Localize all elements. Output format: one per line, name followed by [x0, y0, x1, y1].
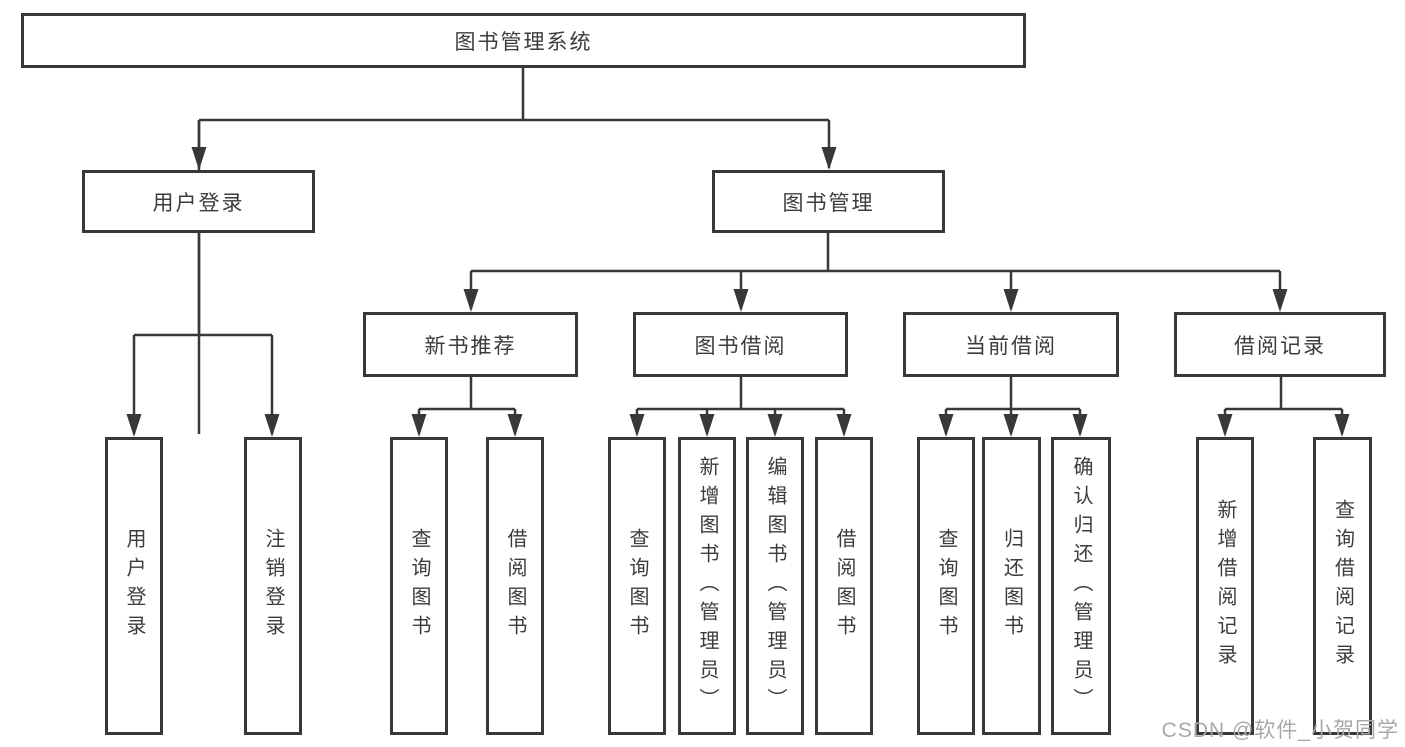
node-current-borrowing: 当前借阅: [903, 312, 1119, 377]
node-new-book-recommend: 新书推荐: [363, 312, 578, 377]
node-label: 借阅图书: [504, 528, 526, 644]
leaf-borrow-books-recommend: 借阅图书: [486, 437, 544, 735]
node-label: 确认归还（管理员）: [1070, 455, 1092, 717]
leaf-add-books-admin: 新增图书（管理员）: [678, 437, 736, 735]
connector-bookborrow-to-leaves: [635, 377, 846, 434]
leaf-query-borrow-record: 查询借阅记录: [1313, 437, 1372, 735]
leaf-query-books-recommend: 查询图书: [390, 437, 448, 735]
node-label: 借阅记录: [1234, 334, 1326, 358]
arrow-down-icon: [463, 289, 479, 312]
node-label: 查询借阅记录: [1331, 499, 1354, 673]
arrow-down-icon: [836, 414, 852, 437]
node-label: 新增借阅记录: [1214, 499, 1236, 673]
connector-newbook-to-leaves: [417, 377, 517, 434]
arrow-down-icon: [1272, 289, 1288, 312]
arrow-down-icon: [1072, 414, 1088, 437]
leaf-query-books-borrowing: 查询图书: [608, 437, 666, 735]
node-label: 查询图书: [626, 528, 648, 644]
node-label: 用户登录: [123, 528, 145, 644]
arrow-down-icon: [1334, 414, 1350, 437]
node-system-root: 图书管理系统: [21, 13, 1026, 68]
watermark: CSDN @软件_小贺同学: [1161, 719, 1399, 742]
arrow-down-icon: [191, 147, 207, 170]
node-label: 归还图书: [1000, 528, 1023, 644]
node-label: 注销登录: [262, 528, 284, 644]
leaf-edit-books-admin: 编辑图书（管理员）: [746, 437, 804, 735]
arrow-down-icon: [126, 414, 142, 437]
arrow-down-icon: [1003, 414, 1019, 437]
arrow-down-icon: [507, 414, 523, 437]
node-book-management: 图书管理: [712, 170, 945, 233]
arrow-down-icon: [699, 414, 715, 437]
arrow-down-icon: [733, 289, 749, 312]
leaf-borrow-books: 借阅图书: [815, 437, 873, 735]
leaf-confirm-return-admin: 确认归还（管理员）: [1051, 437, 1111, 735]
node-label: 新书推荐: [424, 334, 517, 358]
node-user-login: 用户登录: [82, 170, 315, 233]
arrow-down-icon: [938, 414, 954, 437]
connector-records-to-leaves: [1223, 377, 1344, 434]
node-label: 图书管理系统: [454, 30, 593, 54]
arrow-down-icon: [411, 414, 427, 437]
node-label: 当前借阅: [965, 334, 1057, 358]
node-label: 新增图书（管理员）: [696, 455, 718, 717]
connector-userlogin-to-leaves: [132, 233, 274, 434]
connector-bookmgmt-to-level3: [469, 233, 1282, 309]
node-label: 查询图书: [935, 528, 957, 644]
leaf-add-borrow-record: 新增借阅记录: [1196, 437, 1254, 735]
leaf-return-books: 归还图书: [982, 437, 1041, 735]
connector-root-to-level2: [197, 68, 831, 434]
node-label: 编辑图书（管理员）: [764, 455, 786, 717]
arrow-down-icon: [264, 414, 280, 437]
node-label: 图书借阅: [694, 334, 787, 358]
arrow-down-icon: [767, 414, 783, 437]
arrow-down-icon: [821, 147, 837, 170]
arrow-down-icon: [629, 414, 645, 437]
leaf-query-books-current: 查询图书: [917, 437, 975, 735]
node-label: 借阅图书: [833, 528, 855, 644]
arrow-down-icon: [1003, 289, 1019, 312]
node-label: 查询图书: [408, 528, 430, 644]
leaf-user-login: 用户登录: [105, 437, 163, 735]
node-borrowing-records: 借阅记录: [1174, 312, 1386, 377]
node-book-borrowing: 图书借阅: [633, 312, 848, 377]
node-label: 图书管理: [782, 191, 875, 215]
leaf-logout: 注销登录: [244, 437, 302, 735]
node-label: 用户登录: [152, 191, 245, 215]
arrow-down-icon: [1217, 414, 1233, 437]
